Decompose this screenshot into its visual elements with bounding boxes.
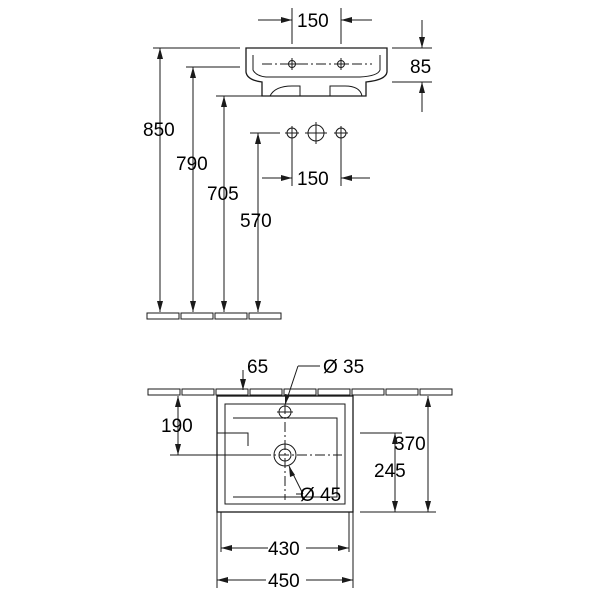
- offset-65-label: 65: [247, 357, 268, 378]
- offset-65-dimension: 65: [240, 357, 268, 390]
- depth-245-label: 245: [374, 461, 406, 482]
- height-705-label: 705: [207, 184, 239, 205]
- side-view: 150 85 850 790: [143, 8, 432, 320]
- tap-hole: [277, 405, 293, 419]
- height-790-label: 790: [176, 154, 208, 175]
- outer-width-label: 450: [268, 571, 300, 592]
- tap-hole-diameter-label: Ø 35: [323, 357, 364, 378]
- depth-370-dimension: 370: [360, 396, 436, 513]
- plan-view: 65 Ø 35 190 370: [147, 357, 453, 592]
- wall-connection-right: [334, 126, 348, 140]
- waste-diameter-label: Ø 45: [300, 485, 341, 506]
- floor-line: [146, 312, 282, 320]
- depth-190-dimension: 190: [161, 396, 262, 456]
- wall-line: [147, 388, 453, 396]
- height-850-label: 850: [143, 120, 175, 141]
- wall-connection-center: [305, 122, 327, 144]
- top-width-label: 150: [297, 11, 329, 32]
- rim-height-label: 85: [410, 57, 431, 78]
- outer-width-dimension: 450: [216, 560, 353, 592]
- height-570-dimension: 570: [240, 132, 280, 312]
- depth-245-dimension: 245: [360, 432, 406, 512]
- drain-spacing-dimension: 150: [262, 140, 370, 190]
- basin-inner-line: [252, 55, 381, 78]
- height-705-dimension: 705: [207, 95, 262, 312]
- depth-370-label: 370: [394, 434, 426, 455]
- basin-overflow-line: [217, 432, 249, 446]
- inner-width-label: 430: [268, 539, 300, 560]
- height-790-dimension: 790: [176, 66, 240, 312]
- rim-height-dimension: 85: [392, 20, 432, 112]
- wall-connection-left: [285, 126, 299, 140]
- depth-190-label: 190: [161, 416, 193, 437]
- basin-underside: [269, 85, 363, 97]
- basin-rim-outline: [224, 403, 346, 505]
- height-570-label: 570: [240, 211, 272, 232]
- height-850-dimension: 850: [143, 47, 240, 312]
- basin-profile: [245, 47, 388, 97]
- top-width-dimension: 150: [258, 8, 372, 44]
- inner-width-dimension: 430: [216, 512, 354, 588]
- waste-diameter-leader: Ø 45: [288, 465, 341, 506]
- waste-outlet: [273, 443, 297, 467]
- drain-spacing-label: 150: [297, 169, 329, 190]
- tap-hole-diameter-leader: Ø 35: [284, 357, 364, 406]
